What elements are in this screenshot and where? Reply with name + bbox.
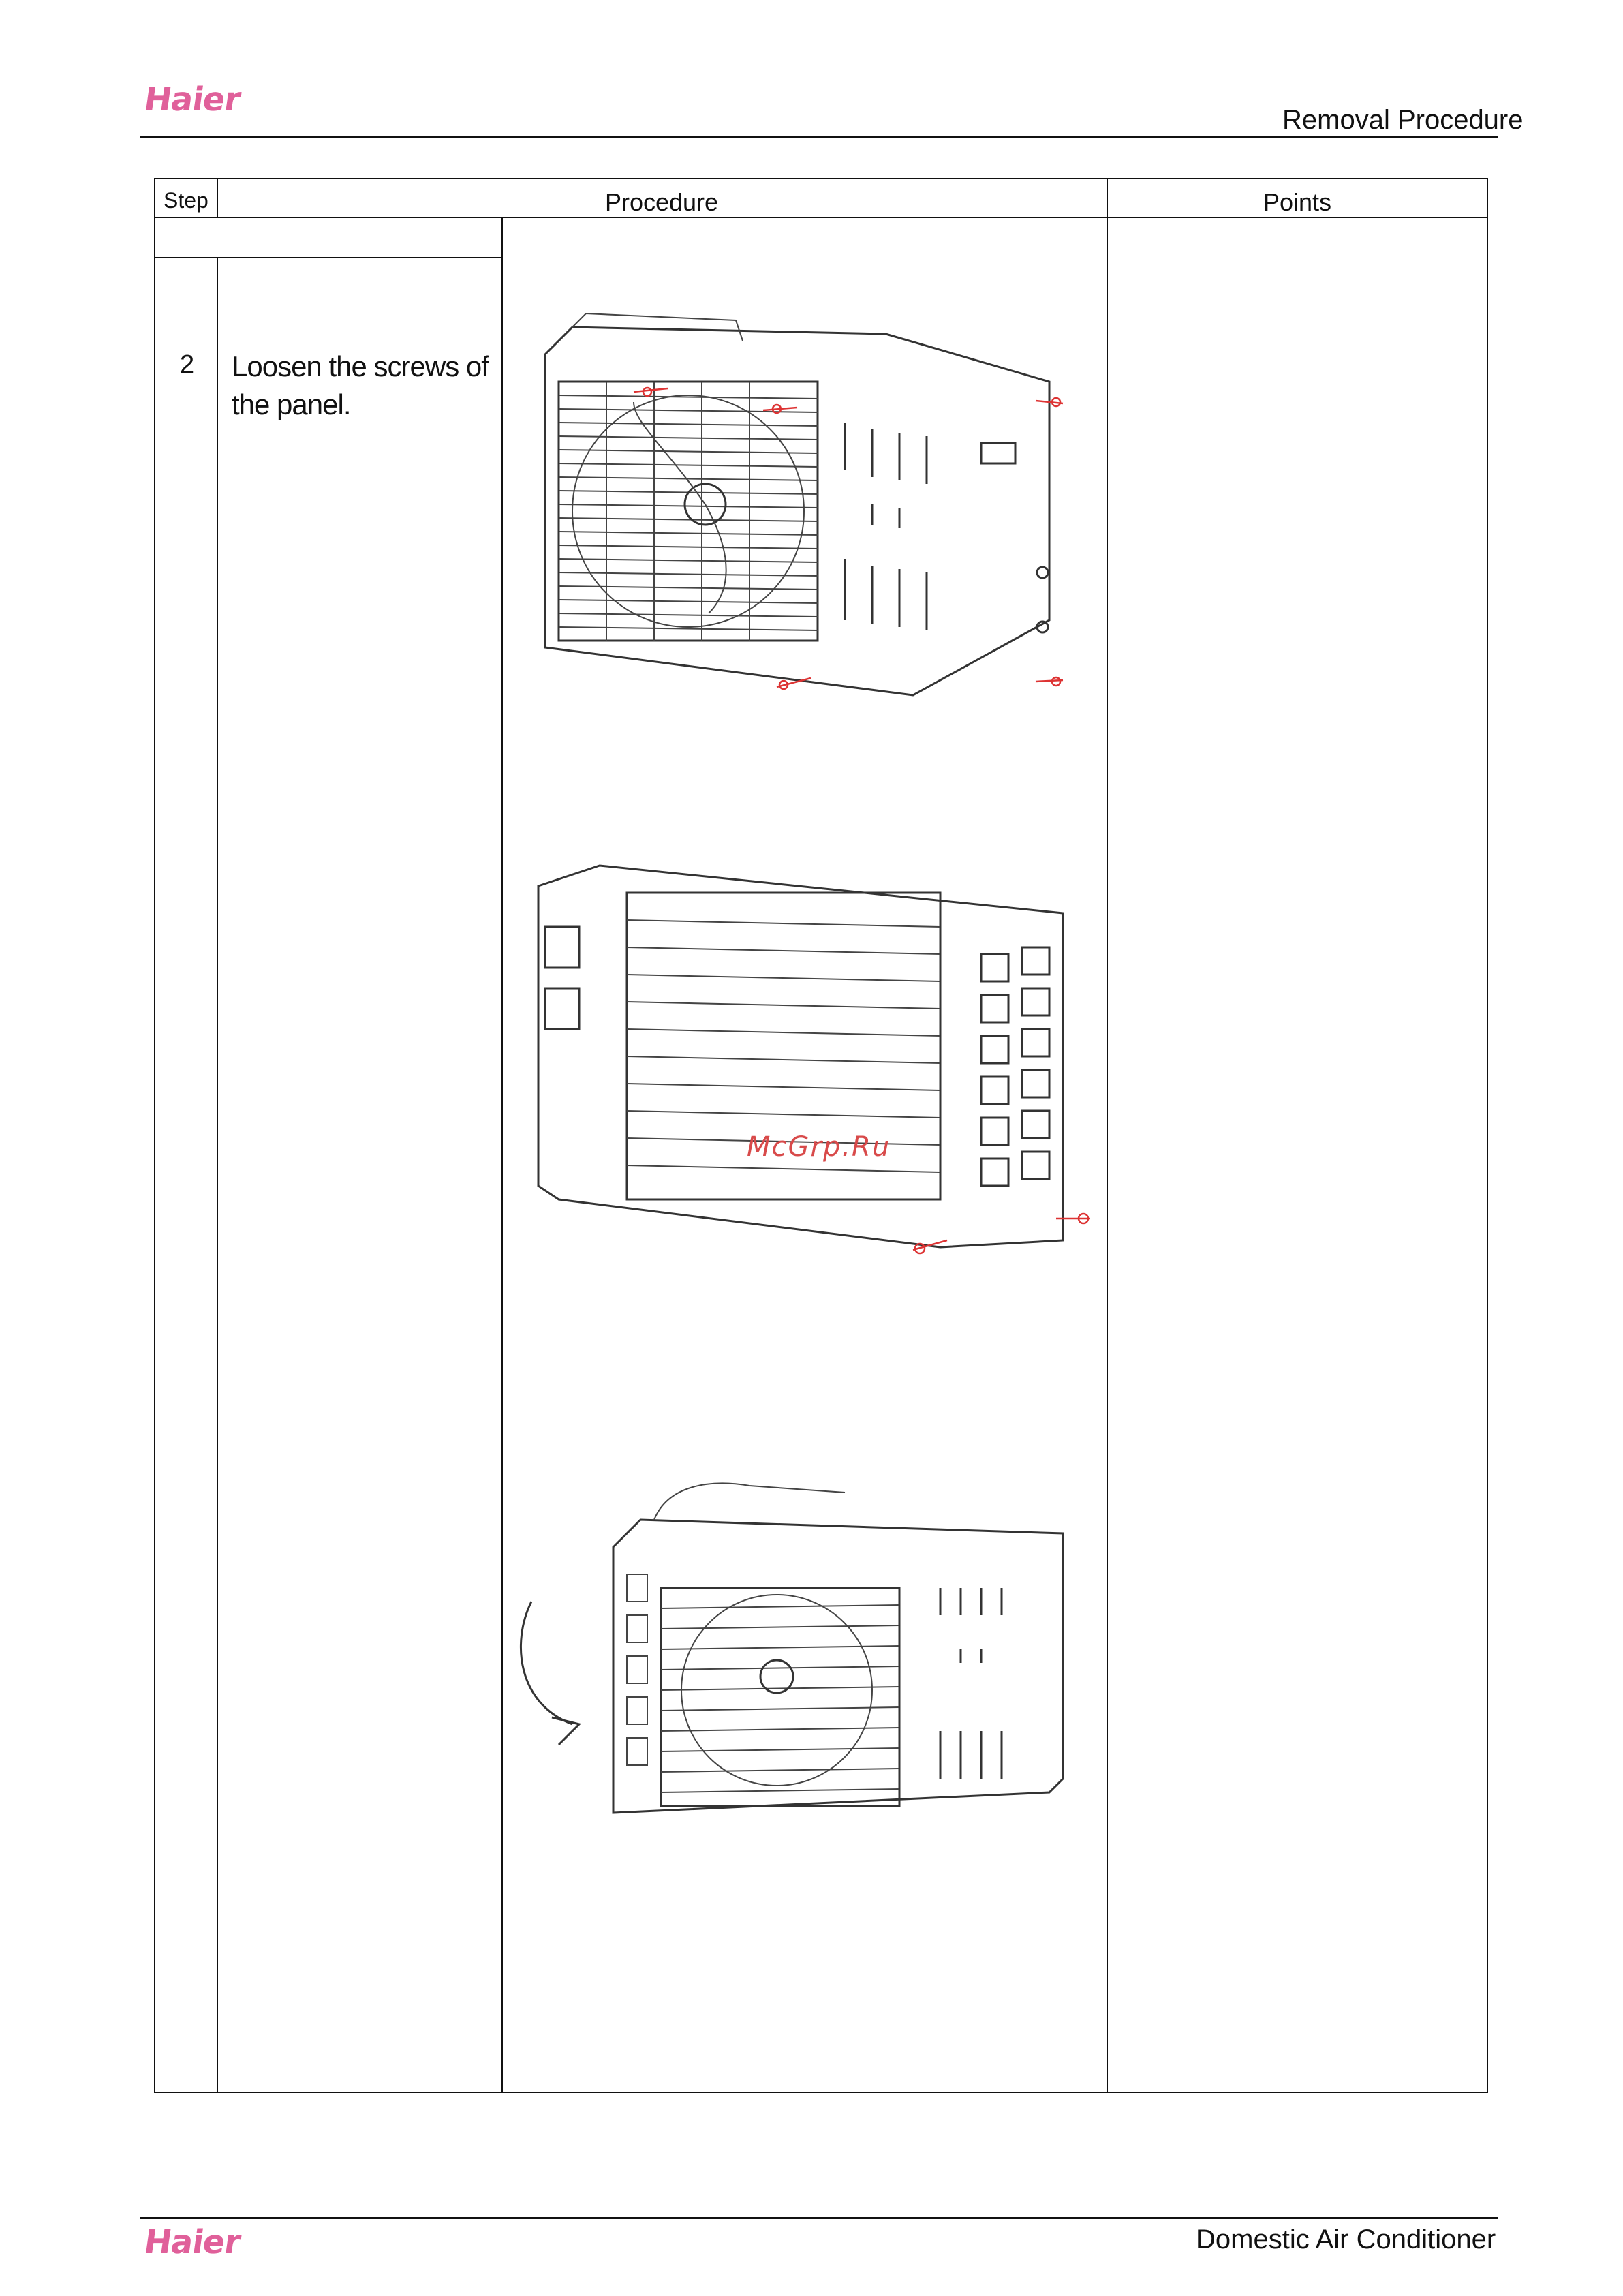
- outdoor-unit-panel-removal-illustration: [504, 1479, 1090, 1840]
- image-col-divider: [501, 217, 503, 2093]
- brand-logo-header: Haier: [142, 80, 243, 119]
- header-rule: [140, 136, 1498, 138]
- column-header-step: Step: [164, 188, 208, 213]
- watermark: McGrp.Ru: [747, 1131, 891, 1163]
- column-header-procedure: Procedure: [217, 188, 1107, 217]
- footer-title: Domestic Air Conditioner: [1196, 2224, 1496, 2255]
- outdoor-unit-rear-illustration: [531, 859, 1104, 1268]
- step-instruction-line-2: the panel.: [232, 386, 497, 424]
- footer-rule: [140, 2217, 1498, 2219]
- blank-row-divider: [154, 257, 501, 258]
- outdoor-unit-front-illustration: [531, 300, 1077, 709]
- step-instruction: Loosen the screws of the panel.: [232, 348, 497, 424]
- section-title: Removal Procedure: [1282, 105, 1524, 136]
- points-col-divider: [1107, 178, 1108, 2093]
- step-col-divider-body: [217, 257, 218, 2093]
- step-instruction-line-1: Loosen the screws of: [232, 348, 497, 386]
- step-number: 2: [180, 350, 194, 380]
- brand-logo-footer: Haier: [142, 2223, 243, 2261]
- column-header-points: Points: [1107, 188, 1488, 217]
- header-row-divider: [154, 217, 1488, 218]
